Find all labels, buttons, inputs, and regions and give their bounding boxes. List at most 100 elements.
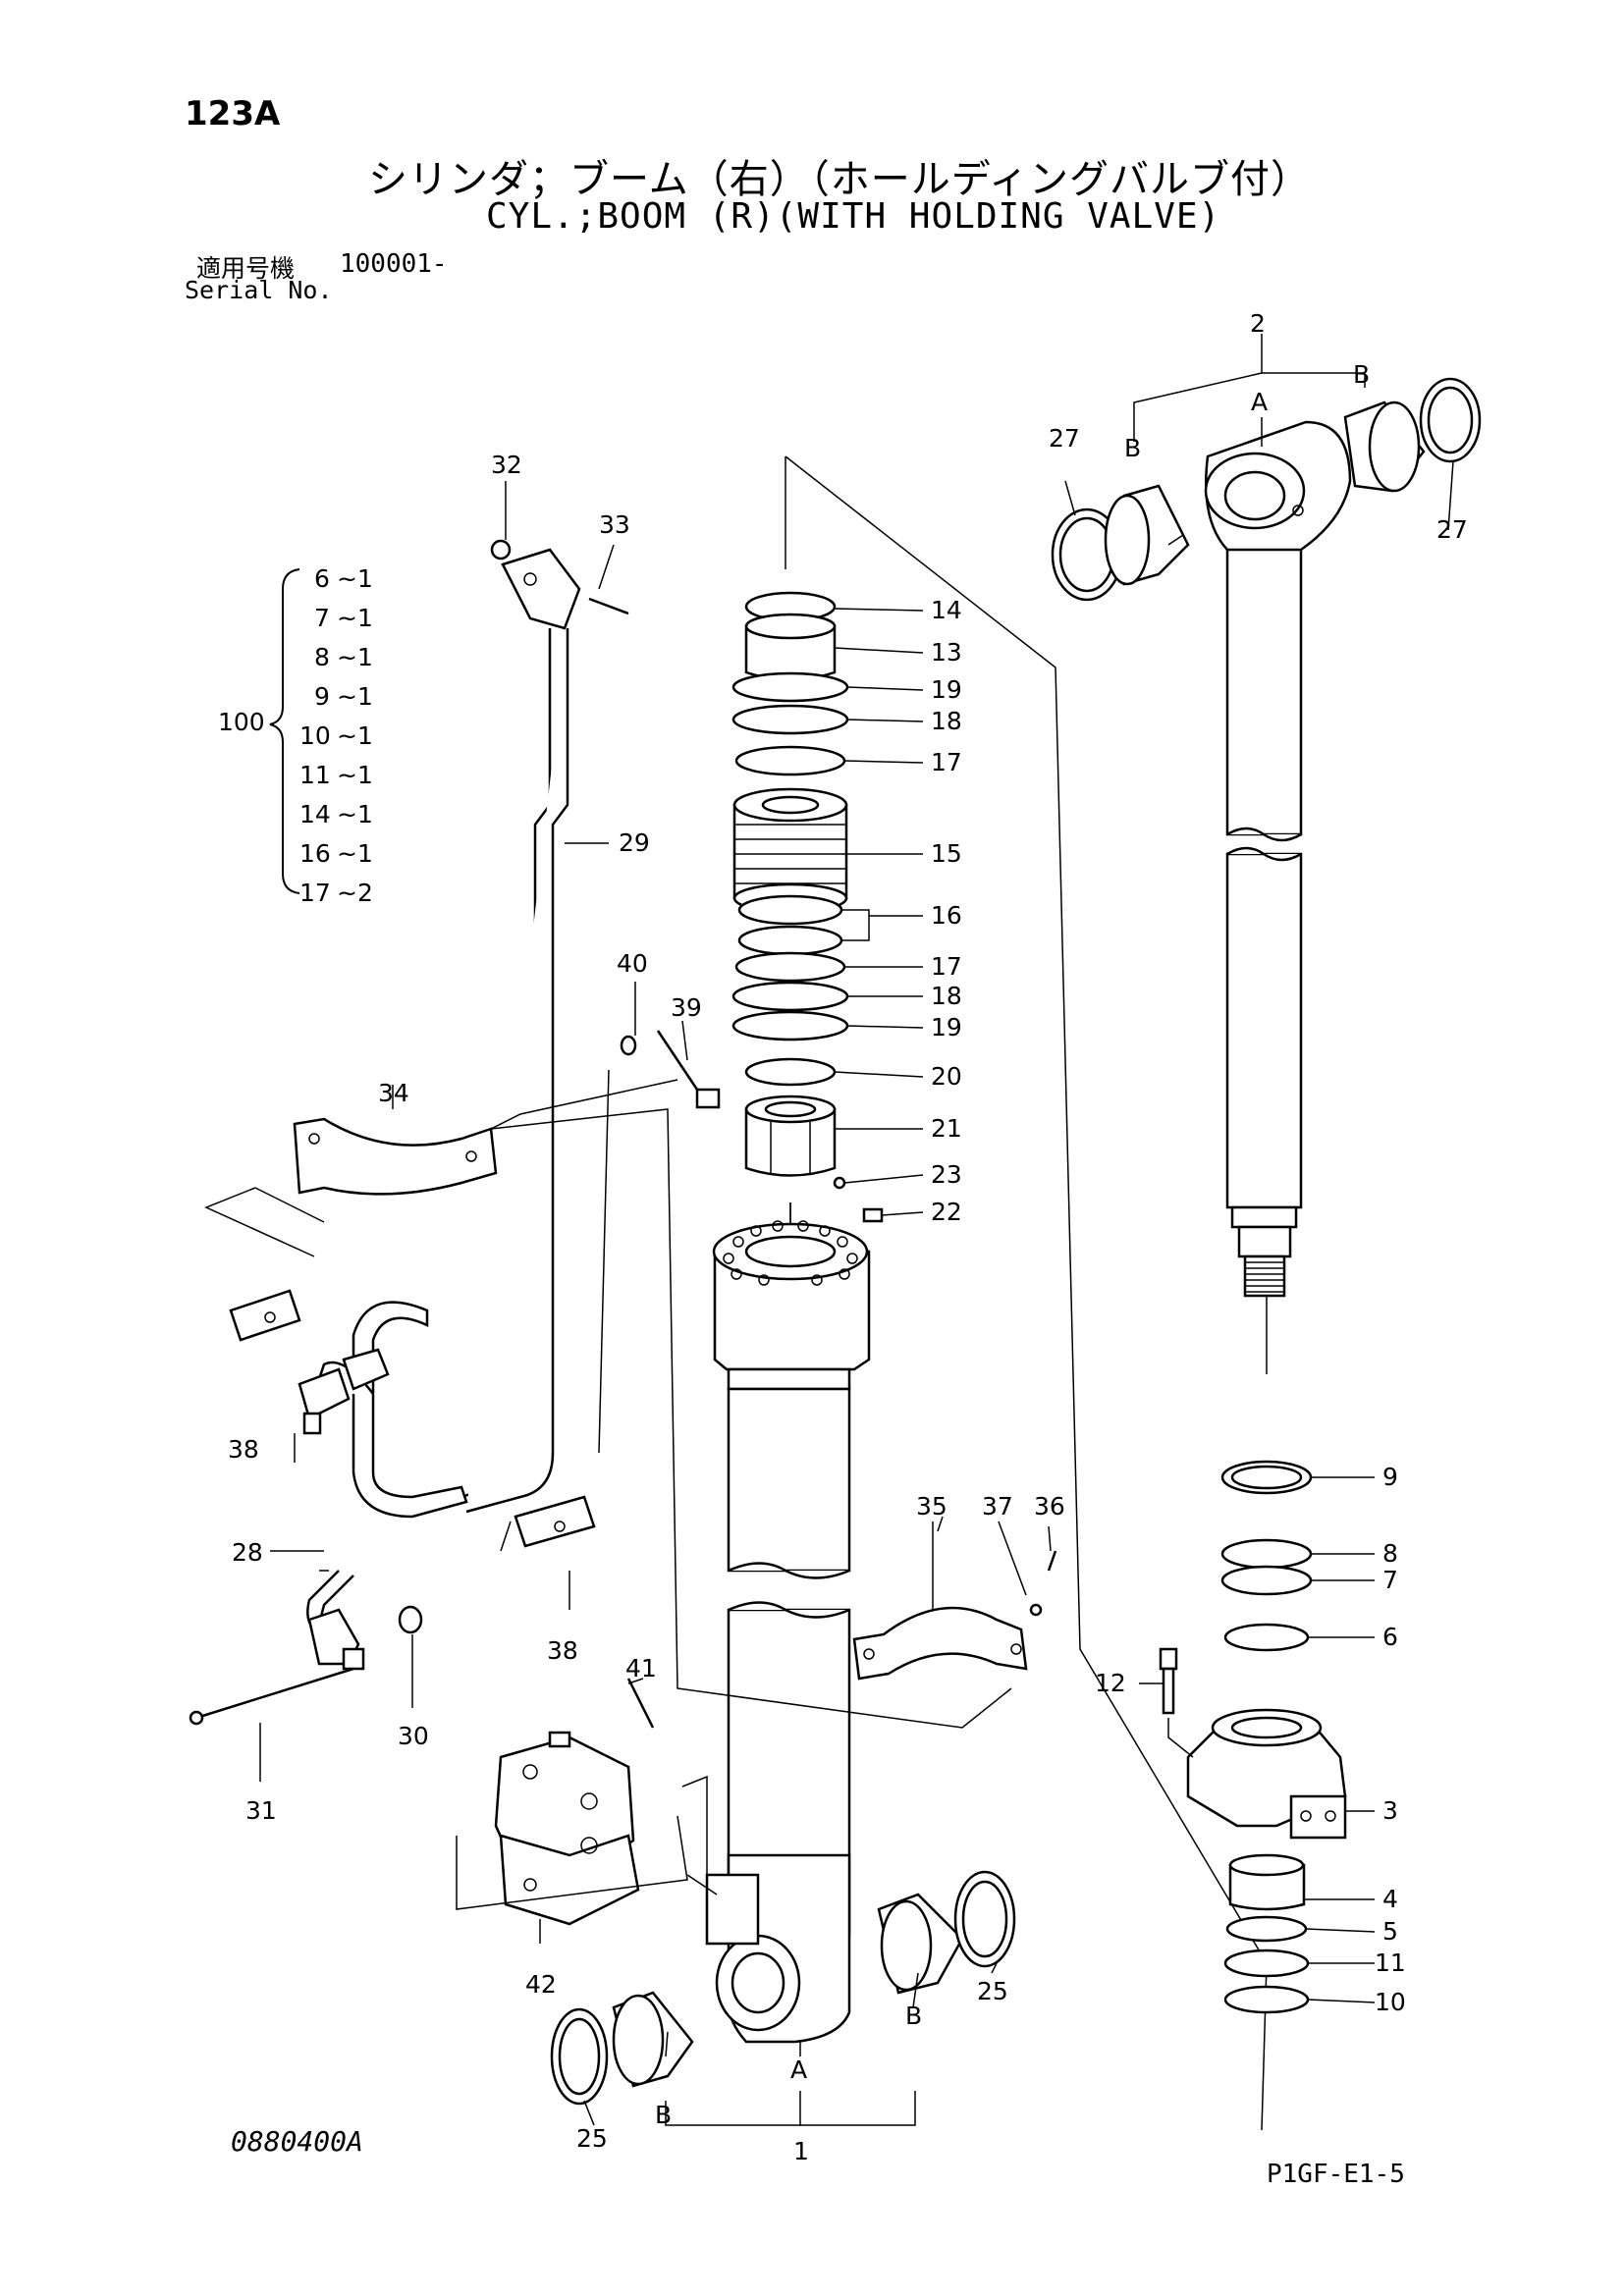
kit-item-qty: ~1 <box>337 761 373 789</box>
rod-break-top <box>1226 827 1302 842</box>
holding-valve-42 <box>494 1731 640 1926</box>
callout-14: 14 <box>931 596 962 624</box>
callout-13: 13 <box>931 638 962 667</box>
callout-33: 33 <box>599 510 630 539</box>
callout-36: 36 <box>1034 1492 1065 1521</box>
callout-27-left: 27 <box>1049 424 1080 453</box>
leader-lines <box>204 334 1454 2126</box>
clamp-34 <box>293 1117 498 1196</box>
kit-item-qty: ~1 <box>337 604 373 632</box>
rod-step-2 <box>1237 1225 1292 1258</box>
drawing-reference-code: 0880400A <box>231 2125 363 2158</box>
piston-stack <box>731 591 884 1223</box>
callout-35: 35 <box>916 1492 947 1521</box>
kit-items: 6 ~1 7 ~1 8 ~1 9 ~1 10 ~1 11 ~1 14 ~1 16… <box>299 564 373 907</box>
kit-item-qty: ~1 <box>337 839 373 868</box>
kit-item-part: 17 <box>299 879 331 907</box>
ball-23 <box>833 1176 846 1190</box>
ring-6 <box>1223 1623 1310 1652</box>
bolt-12 <box>1159 1647 1178 1715</box>
callout-10: 10 <box>1375 1988 1406 2016</box>
oring-30 <box>398 1605 423 1634</box>
callout-40: 40 <box>617 949 648 978</box>
kit-item-part: 6 <box>314 564 330 593</box>
callout-3: 3 <box>1382 1796 1398 1825</box>
ring-16b <box>737 925 843 956</box>
kit-item-part: 14 <box>299 800 331 828</box>
fitting-38b <box>514 1495 596 1548</box>
callout-38-left: 38 <box>228 1435 259 1464</box>
callout-7: 7 <box>1382 1566 1398 1594</box>
callout-23: 23 <box>931 1160 962 1189</box>
nut-21 <box>744 1095 837 1177</box>
kit-item-part: 16 <box>299 839 331 868</box>
title-english: CYL.;BOOM (R)(WITH HOLDING VALVE) <box>486 196 1221 237</box>
callout-15: 15 <box>931 839 962 868</box>
valve-port-block <box>705 1873 760 1946</box>
upper-bushings <box>1051 377 1482 602</box>
flange-bolt-holes <box>723 1220 858 1286</box>
fitting-41 <box>626 1678 655 1729</box>
callout-4: 4 <box>1382 1885 1398 1913</box>
callout-32: 32 <box>491 451 522 479</box>
rod-head-group <box>1159 1460 1347 2014</box>
callout-a-bottom: A <box>790 2056 807 2084</box>
kit-label: 100 <box>218 708 265 736</box>
kit-item-qty: ~1 <box>337 800 373 828</box>
ring-19a <box>731 671 849 703</box>
guide-line-right <box>785 455 1268 2131</box>
ring-18b <box>731 981 849 1012</box>
kit-item-qty: ~1 <box>337 682 373 711</box>
kit-item-part: 7 <box>314 604 330 632</box>
piston-rod <box>1204 420 1352 1298</box>
piston-15 <box>732 787 848 914</box>
elbow-28 <box>307 1608 365 1671</box>
cylinder-tube <box>705 1220 871 2044</box>
bolt-33 <box>588 597 629 615</box>
ring-10 <box>1223 1985 1310 2014</box>
kit-item-part: 11 <box>299 761 331 789</box>
callout-17-upper: 17 <box>931 748 962 776</box>
callout-18-lower: 18 <box>931 982 962 1010</box>
washer-37 <box>1029 1603 1043 1617</box>
ring-20 <box>744 1057 837 1087</box>
elbow-33 <box>501 548 581 630</box>
ring-11 <box>1223 1949 1310 1978</box>
ring-5 <box>1225 1915 1308 1943</box>
serial-label-english: Serial No. <box>185 276 333 304</box>
callout-20: 20 <box>931 1062 962 1091</box>
rod-break-bottom <box>1226 846 1302 862</box>
clamp-35 <box>852 1606 1028 1681</box>
serial-label-japanese: 適用号機 <box>196 254 296 283</box>
lower-bushings <box>550 1870 1016 2106</box>
callout-22: 22 <box>931 1198 962 1226</box>
callout-b-bottom-left: B <box>655 2101 672 2129</box>
bolt-31 <box>195 1667 354 1720</box>
bushing-4 <box>1228 1863 1306 1911</box>
kit-item-qty: ~2 <box>337 879 373 907</box>
kit-item-qty: ~1 <box>337 721 373 750</box>
serial-number: 100001- <box>340 249 448 279</box>
ring-16a <box>737 894 843 926</box>
rod-head-3 <box>1186 1708 1347 1840</box>
pipe-assembly <box>189 539 629 1726</box>
kit-list: 100 6 ~1 7 ~1 8 ~1 9 ~1 10 ~1 11 ~1 14 ~… <box>218 564 373 907</box>
callout-12: 12 <box>1095 1669 1126 1697</box>
callout-2: 2 <box>1250 309 1266 338</box>
callout-9: 9 <box>1382 1463 1398 1491</box>
callout-27-right: 27 <box>1436 515 1468 544</box>
callout-labels: 2 A B B 27 27 14 13 19 18 17 15 16 17 18… <box>228 309 1468 2165</box>
kit-brace <box>269 568 300 894</box>
callout-5: 5 <box>1382 1917 1398 1946</box>
page-reference: P1GF-E1-5 <box>1267 2160 1405 2189</box>
oring-32 <box>490 539 512 561</box>
ring-8 <box>1220 1538 1313 1570</box>
bolt-36 <box>1047 1550 1057 1572</box>
fittings-pair <box>298 1348 390 1435</box>
callout-38-right: 38 <box>547 1636 578 1665</box>
callout-17-lower: 17 <box>931 952 962 981</box>
rod-lower <box>1225 852 1303 1209</box>
kit-item-part: 8 <box>314 643 330 671</box>
callout-21: 21 <box>931 1114 962 1143</box>
